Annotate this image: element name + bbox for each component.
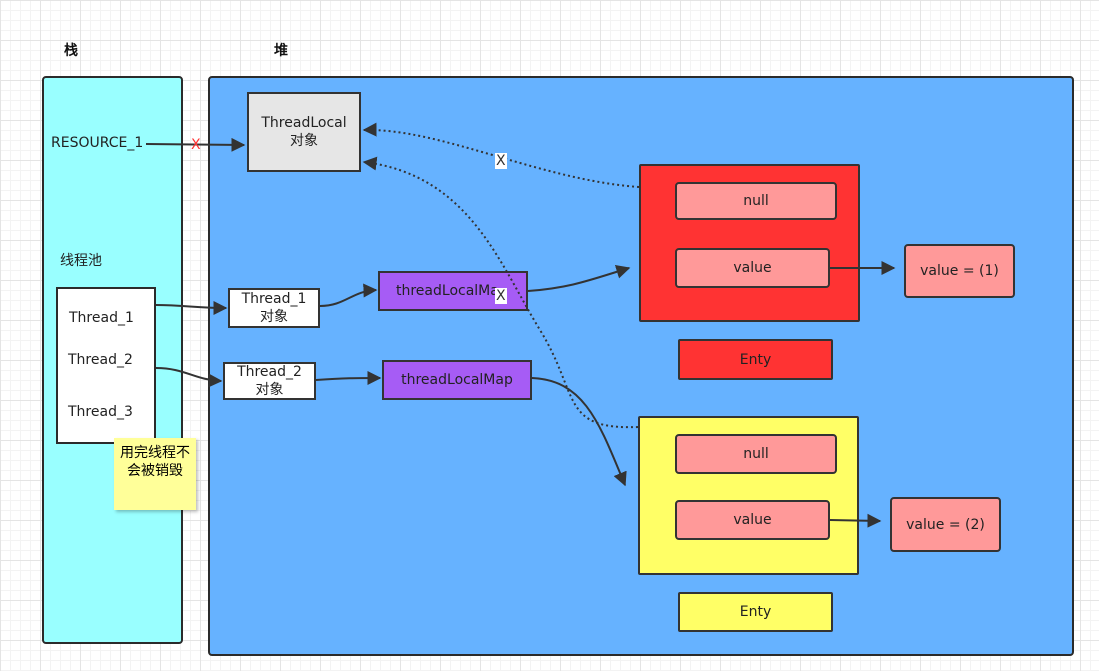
thread-1-to-object-arrow — [155, 300, 228, 315]
thread-local-map-2-box[interactable]: threadLocalMap — [382, 360, 532, 400]
entry-1-key-box[interactable]: null — [675, 182, 837, 220]
resource-label[interactable]: RESOURCE_1 — [51, 135, 144, 151]
entry-2-key-box[interactable]: null — [675, 434, 837, 474]
map-1-to-entry-1-arrow — [527, 265, 631, 292]
heap-heading: 堆 — [274, 43, 288, 59]
sticky-note[interactable]: 用完线程不会被销毁 — [114, 438, 196, 510]
thread-2-to-object-arrow — [155, 367, 223, 388]
weak-ref-break-mark-1: X — [495, 153, 507, 169]
entry-1-value-box[interactable]: value — [675, 248, 830, 288]
value-2-box[interactable]: value = (2) — [890, 497, 1001, 552]
thread-3-label[interactable]: Thread_3 — [68, 404, 133, 420]
entry-2-weak-ref-arrow — [362, 156, 639, 429]
threadlocal-object-box[interactable]: ThreadLocal对象 — [247, 92, 361, 172]
weak-ref-break-mark-2: X — [495, 288, 507, 304]
thread-2-object-box[interactable]: Thread_2对象 — [223, 362, 316, 400]
thread-2-label[interactable]: Thread_2 — [68, 352, 133, 368]
map-2-to-entry-2-arrow — [531, 377, 627, 487]
object-2-to-map-2-arrow — [315, 371, 382, 386]
stack-heading: 栈 — [64, 43, 78, 59]
entry-1-label-box[interactable]: Enty — [678, 339, 833, 380]
value-1-box[interactable]: value = (1) — [904, 244, 1015, 298]
threadpool-box[interactable] — [56, 287, 156, 444]
resource-to-threadlocal-arrow — [145, 137, 246, 152]
value-2-arrow — [829, 513, 882, 528]
thread-1-label[interactable]: Thread_1 — [69, 310, 134, 326]
threadpool-label: 线程池 — [60, 253, 102, 269]
entry-2-value-box[interactable]: value — [675, 500, 830, 540]
object-1-to-map-1-arrow — [319, 283, 378, 307]
strong-ref-break-mark: X — [191, 137, 201, 153]
thread-1-object-box[interactable]: Thread_1对象 — [228, 288, 320, 328]
entry-2-label-box[interactable]: Enty — [678, 592, 833, 632]
entry-1-weak-ref-arrow — [362, 122, 640, 188]
